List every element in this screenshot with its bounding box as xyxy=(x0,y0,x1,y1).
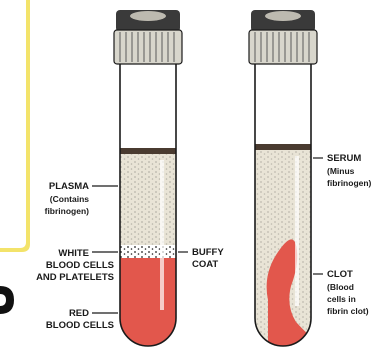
tube-left xyxy=(114,10,182,347)
clot-label: CLOT xyxy=(327,269,353,280)
buffy-coat-label-1: BUFFY xyxy=(192,247,224,258)
red-cell-layer xyxy=(118,258,178,347)
serum-label: SERUM xyxy=(327,153,361,164)
clot-note-1: (Blood xyxy=(327,282,354,293)
tube-cap-icon xyxy=(114,10,182,64)
buffy-coat-label-2: COAT xyxy=(192,259,218,270)
serum-note-2: fibrinogen) xyxy=(327,178,371,189)
rbc-label-2: BLOOD CELLS xyxy=(46,320,114,331)
plasma-label: PLASMA xyxy=(49,181,89,192)
wbc-label-1: WHITE xyxy=(58,248,89,259)
clot-note-2: cells in xyxy=(327,294,356,305)
plasma-note-1: (Contains xyxy=(50,194,89,205)
wbc-label-3: AND PLATELETS xyxy=(36,272,114,283)
serum-note-1: (Minus xyxy=(327,166,354,177)
clot-note-3: fibrin clot) xyxy=(327,306,369,317)
tube-right xyxy=(249,10,317,347)
plasma-note-2: fibrinogen) xyxy=(45,206,89,217)
wbc-label-2: BLOOD CELLS xyxy=(46,260,114,271)
rbc-label-1: RED xyxy=(69,308,89,319)
edge-letter-fragment xyxy=(0,286,14,314)
tube-cap-icon xyxy=(249,10,317,64)
